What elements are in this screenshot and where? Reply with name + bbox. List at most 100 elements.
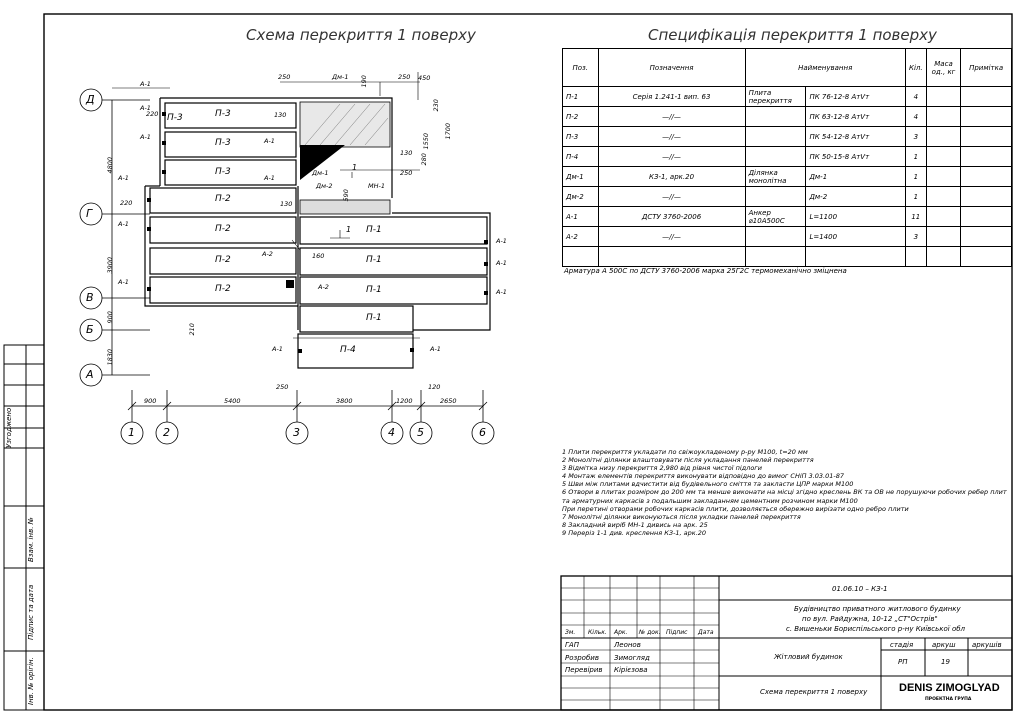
stamp-name: Леонов	[614, 641, 641, 649]
spec-cell	[805, 246, 906, 267]
panel-label: П-3	[167, 113, 183, 123]
stamp-role: ГАП	[565, 641, 579, 649]
dim-250: 250	[278, 73, 291, 81]
tag-dm2: Дм-2	[316, 182, 333, 190]
binding-strip	[3, 344, 45, 711]
stamp-colhead: Дата	[698, 629, 714, 636]
stamp-colhead: Зм.	[565, 629, 576, 636]
note-line: 1 Плити перекриття укладати по свіжоукла…	[562, 448, 808, 456]
outline	[144, 97, 491, 331]
stamp-sheet-label: аркуш	[932, 641, 956, 649]
side-agreed: Узгоджено	[5, 407, 13, 448]
dim-130: 130	[274, 111, 287, 119]
note-line: 4 Монтаж елементів перекриття виконувати…	[562, 472, 845, 481]
panel-p3: П-3	[215, 109, 231, 119]
side-inv-orig: Інв. № орігін.	[27, 657, 35, 705]
dim-130: 130	[280, 200, 293, 208]
spec-row	[562, 246, 1012, 267]
axis-v: В	[86, 291, 94, 304]
tag-a1: А-1	[430, 345, 441, 353]
stamp-sheets-label: аркушів	[972, 641, 1002, 649]
side-inv-replace: Взам. інв. №	[27, 517, 35, 562]
dm1-black	[300, 145, 345, 180]
stamp-name: Зимогляд	[614, 654, 650, 662]
spec-cell	[597, 246, 746, 267]
note-line: 8 Закладний виріб МН-1 дивись на арк. 25	[562, 520, 708, 529]
tag-a1: А-1	[272, 345, 283, 353]
panel-p3: П-3	[215, 138, 231, 148]
note-line: 7 Монолітні ділянки виконуються після ук…	[562, 512, 801, 521]
tag-a2: А-2	[318, 283, 329, 291]
spec-table: Поз. Позначення Найменування Кіл. Маса о…	[562, 48, 1012, 267]
note-line: та арматурних каркасів з подальшим закла…	[562, 496, 858, 505]
dim-130: 130	[400, 149, 413, 157]
tag-a1: А-1	[118, 220, 129, 228]
note-line: При перетині отворами робочих каркасів п…	[562, 504, 909, 513]
panel-p4: П-4	[340, 345, 356, 355]
panel-p1: П-1	[366, 313, 382, 323]
stamp-code: 01.06.10 – КЗ-1	[832, 585, 888, 593]
dm1-area	[299, 101, 391, 148]
panel-p2: П-2	[215, 194, 231, 204]
tag-a1: А-1	[496, 237, 507, 245]
panel-p2: П-2	[215, 224, 231, 234]
tag-a1: А-1	[496, 288, 507, 296]
panel-p2: П-2	[215, 284, 231, 294]
dim-900: 900	[144, 397, 157, 405]
axis-2: 2	[163, 426, 170, 439]
axis-1: 1	[128, 426, 135, 439]
note-line: 3 Відмітка низу перекриття 2,980 від рів…	[562, 464, 762, 473]
tag-a1: А-1	[118, 278, 129, 286]
tag-mn1: МН-1	[368, 182, 385, 190]
side-sign-date: Підпис та дата	[27, 584, 35, 640]
panel-p3: П-3	[215, 167, 231, 177]
dim-220: 220	[146, 110, 159, 118]
notes: 1 Плити перекриття укладати по свіжоукла…	[562, 448, 1007, 537]
dim-160: 160	[312, 252, 325, 260]
axis-4: 4	[388, 426, 395, 439]
tag-dm1: Дм-1	[332, 73, 349, 81]
spec-header: Поз.	[562, 48, 599, 87]
dim-3800: 3800	[336, 397, 353, 405]
stamp-role: Перевірив	[565, 666, 603, 674]
stamp-stage-label: стадія	[890, 641, 914, 649]
scheme-title: Схема перекриття 1 поверху	[246, 26, 476, 44]
dim-220: 220	[120, 199, 133, 207]
dm2-area	[299, 199, 391, 215]
spec-cell	[960, 246, 1012, 267]
dim-2650: 2650	[440, 397, 457, 405]
panel-p1: П-1	[366, 285, 382, 295]
note-line: 9 Переріз 1-1 див. креслення КЗ-1, арк.2…	[562, 528, 707, 537]
axis-d: Д	[86, 93, 95, 106]
axis-b: Б	[86, 323, 94, 336]
spec-footnote: Арматура А 500С по ДСТУ 3760-2006 марка …	[564, 267, 847, 275]
stamp-colhead: № док.	[639, 629, 661, 636]
dim-250: 250	[276, 383, 289, 391]
floor-plan	[79, 72, 495, 445]
spec-title: Специфікація перекриття 1 поверху	[648, 26, 937, 44]
tag-dm1: Дм-1	[312, 169, 329, 177]
tag-a1: А-1	[264, 174, 275, 182]
stamp-sheet: 19	[941, 658, 950, 666]
axis-6: 6	[479, 426, 486, 439]
stamp-role: Розробив	[565, 654, 599, 662]
row-axes	[79, 88, 150, 387]
tag-a1: А-1	[140, 104, 151, 112]
axis-a: А	[86, 368, 94, 381]
tag-a1: А-1	[140, 80, 151, 88]
stamp-name: Кірієзова	[614, 666, 648, 674]
stamp-colhead: Підпис	[666, 629, 688, 636]
spec-header: Позначення	[597, 48, 746, 87]
stamp-object: Жітловий будинок	[774, 653, 843, 661]
stamp-project: с. Вишеньки Бориспільського р-ну Київськ…	[786, 625, 966, 633]
dim-5400: 5400	[224, 397, 241, 405]
note-line: 5 Шви між плитами вдчистити від будівель…	[562, 480, 854, 489]
